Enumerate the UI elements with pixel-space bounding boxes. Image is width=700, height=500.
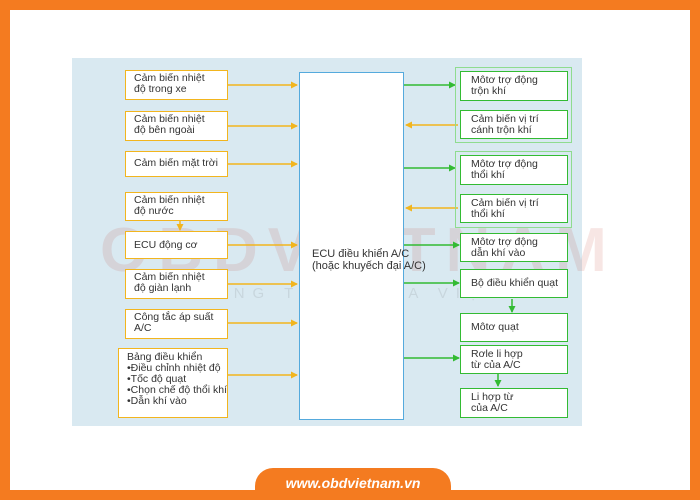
box-line: Bảng điều khiển bbox=[127, 351, 203, 363]
box-line: dẫn khí vào bbox=[471, 247, 526, 259]
group-air-mix bbox=[455, 67, 572, 143]
box-line: trộn khí bbox=[471, 85, 507, 97]
output-ac-magnetic-clutch: Li hợp từ của A/C bbox=[460, 388, 568, 418]
box-line: •Chọn chế độ thổi khí bbox=[127, 384, 227, 396]
box-line: độ nước bbox=[134, 205, 174, 217]
box-line: độ giàn lạnh bbox=[134, 282, 192, 294]
box-line: •Dẫn khí vào bbox=[127, 395, 187, 407]
box-line: Bộ điều khiển quạt bbox=[471, 277, 558, 289]
output-air-mix-servo-motor: Môtơ trợ động trộn khí bbox=[460, 71, 568, 101]
input-control-panel: Bảng điều khiển •Điều chỉnh nhiệt độ •Tố… bbox=[118, 348, 228, 418]
input-engine-ecu: ECU động cơ bbox=[125, 231, 228, 259]
output-air-outlet-position-sensor: Cảm biến vị trí thổi khí bbox=[460, 194, 568, 223]
box-line: Li hợp từ bbox=[471, 391, 514, 403]
output-ac-clutch-relay: Rơle li hợp từ của A/C bbox=[460, 345, 568, 374]
output-air-outlet-servo-motor: Môtơ trợ động thổi khí bbox=[460, 155, 568, 185]
box-line: Rơle li hợp bbox=[471, 348, 523, 360]
input-sun-sensor: Cảm biến mặt trời bbox=[125, 151, 228, 177]
input-ac-pressure-switch: Công tắc áp suất A/C bbox=[125, 309, 228, 339]
box-line: Môtơ trợ động bbox=[471, 236, 538, 248]
box-line: Cảm biến nhiệt bbox=[134, 72, 205, 84]
ecu-label: ECU điều khiển A/C (hoặc khuyếch đại A/C… bbox=[312, 248, 426, 272]
input-cabin-temp-sensor: Cảm biến nhiệt độ trong xe bbox=[125, 70, 228, 100]
output-air-mix-position-sensor: Cảm biến vị trí cánh trộn khí bbox=[460, 110, 568, 139]
box-line: thổi khí bbox=[471, 169, 505, 181]
box-line: cánh trộn khí bbox=[471, 124, 532, 136]
box-line: độ bên ngoài bbox=[134, 124, 195, 136]
box-line: Cảm biến nhiệt bbox=[134, 113, 205, 125]
output-air-inlet-servo-motor: Môtơ trợ động dẫn khí vào bbox=[460, 233, 568, 262]
box-line: ECU động cơ bbox=[134, 239, 198, 251]
box-line: Cảm biến vị trí bbox=[471, 197, 539, 209]
group-air-outlet bbox=[455, 151, 572, 228]
box-line: độ trong xe bbox=[134, 83, 187, 95]
box-line: Cảm biến nhiệt bbox=[134, 271, 205, 283]
box-line: Công tắc áp suất bbox=[134, 311, 214, 323]
input-outside-temp-sensor: Cảm biến nhiệt độ bên ngoài bbox=[125, 111, 228, 141]
box-line: Cảm biến nhiệt bbox=[134, 194, 205, 206]
box-line: •Tốc độ quạt bbox=[127, 373, 187, 385]
box-line: Cảm biến vị trí bbox=[471, 113, 539, 125]
box-line: từ của A/C bbox=[471, 359, 521, 371]
footer-tab: www.obdvietnam.vn bbox=[255, 468, 451, 500]
box-line: Môtơ trợ động bbox=[471, 74, 538, 86]
ac-ecu-block: ECU điều khiển A/C (hoặc khuyếch đại A/C… bbox=[299, 72, 426, 420]
footer-url[interactable]: www.obdvietnam.vn bbox=[285, 475, 421, 491]
ecu-label-line: (hoặc khuyếch đại A/C) bbox=[312, 260, 426, 272]
box-line: Môtơ trợ động bbox=[471, 158, 538, 170]
output-blower-motor: Môtơ quạt bbox=[460, 313, 568, 342]
input-evaporator-temp-sensor: Cảm biến nhiệt độ giàn lạnh bbox=[125, 269, 228, 299]
ecu-label-line: ECU điều khiển A/C bbox=[312, 248, 410, 260]
box-line: A/C bbox=[134, 322, 152, 334]
box-line: Cảm biến mặt trời bbox=[134, 157, 218, 169]
box-line: Môtơ quạt bbox=[471, 321, 519, 333]
output-fan-controller: Bộ điều khiển quạt bbox=[460, 269, 568, 298]
box-line: của A/C bbox=[471, 402, 508, 414]
box-line: •Điều chỉnh nhiệt độ bbox=[127, 362, 221, 374]
box-line: thổi khí bbox=[471, 208, 505, 220]
input-coolant-temp-sensor: Cảm biến nhiệt độ nước bbox=[125, 192, 228, 221]
